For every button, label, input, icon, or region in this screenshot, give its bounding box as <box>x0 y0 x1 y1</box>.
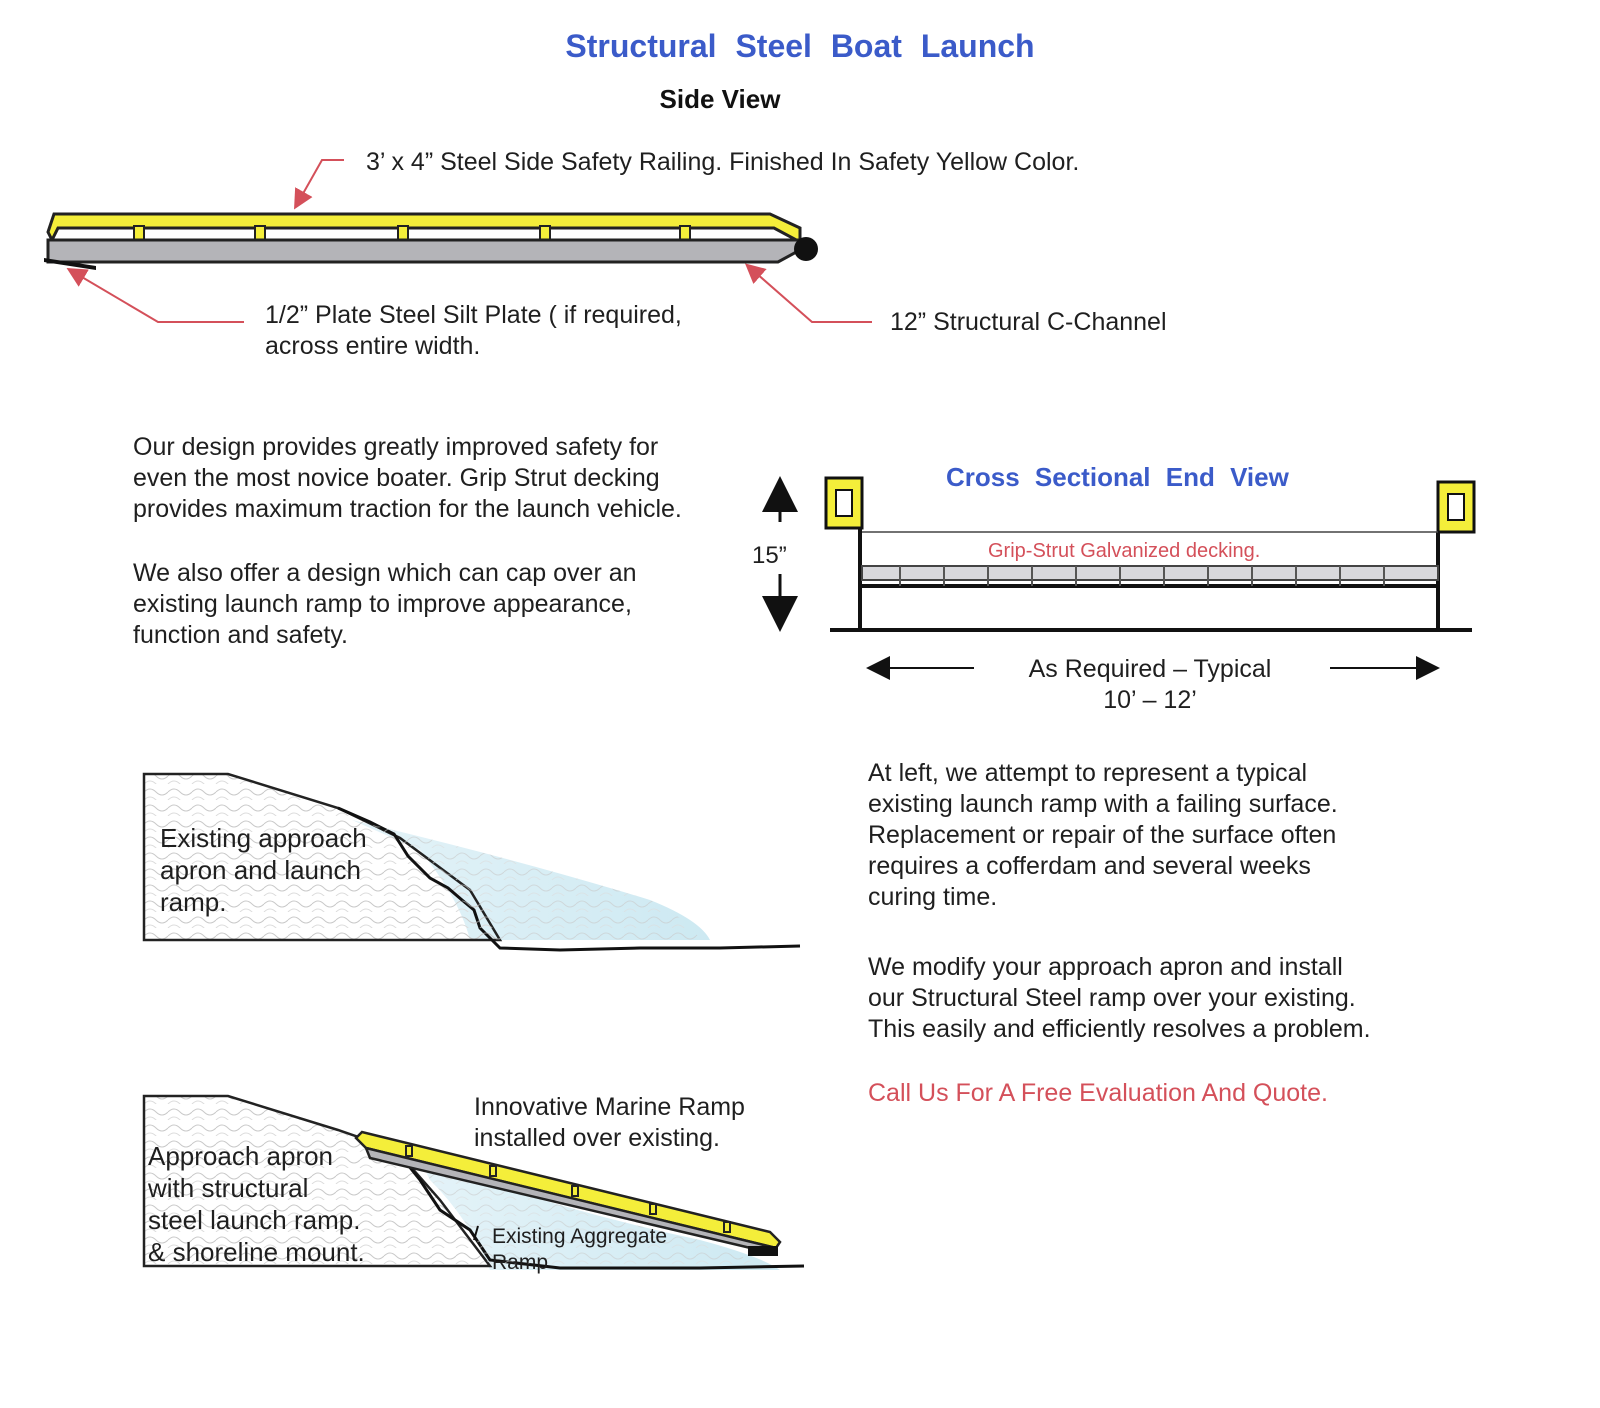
silt-plate-label-line: 1/2” Plate Steel Silt Plate ( if require… <box>265 301 682 329</box>
width-label-line: As Required – Typical <box>1028 655 1272 683</box>
text-line: existing launch ramp to improve appearan… <box>133 590 632 618</box>
text-line: This easily and efficiently resolves a p… <box>868 1015 1371 1043</box>
shoreline-mount <box>794 237 818 261</box>
cross-section-title: Cross Sectional End View <box>946 462 1289 492</box>
text-line: even the most novice boater. Grip Strut … <box>133 464 660 492</box>
innovative-ramp-callout: Innovative Marine Ramp installed over ex… <box>474 1092 745 1154</box>
text-line: & shoreline mount. <box>148 1237 365 1267</box>
text-line: function and safety. <box>133 621 348 649</box>
text-line: requires a cofferdam and several weeks <box>868 852 1311 880</box>
text-line: steel launch ramp. <box>148 1205 361 1235</box>
page-subtitle: Side View <box>659 84 781 114</box>
railing-callout-arrow <box>294 159 344 210</box>
right-rail-post <box>1436 480 1476 630</box>
text-line: Replacement or repair of the surface oft… <box>868 821 1337 849</box>
c-channel-label: 12” Structural C-Channel <box>890 308 1167 336</box>
text-line: Our design provides greatly improved saf… <box>133 433 659 461</box>
text-line: Innovative Marine Ramp <box>474 1093 745 1121</box>
text-line: our Structural Steel ramp over your exis… <box>868 984 1356 1012</box>
grip-strut-decking <box>861 565 1439 588</box>
railing-label: 3’ x 4” Steel Side Safety Railing. Finis… <box>366 148 1080 176</box>
installed-steel-ramp <box>354 1130 782 1256</box>
silt-plate-label-line: across entire width. <box>265 332 481 360</box>
left-rail-post <box>824 476 864 628</box>
text-line: ramp. <box>160 887 227 917</box>
text-line: Approach apron <box>148 1141 334 1171</box>
intro-paragraph-1: Our design provides greatly improved saf… <box>133 432 682 525</box>
text-line: Existing approach <box>160 823 367 853</box>
decking-label: Grip-Strut Galvanized decking. <box>988 540 1261 562</box>
silt-plate-label: 1/2” Plate Steel Silt Plate ( if require… <box>265 300 682 362</box>
text-line: We also offer a design which can cap ove… <box>133 559 637 587</box>
installed-apron-land <box>142 1094 493 1268</box>
call-to-action: Call Us For A Free Evaluation And Quote. <box>868 1079 1328 1107</box>
text-line: with structural <box>148 1173 309 1203</box>
text-line: We modify your approach apron and instal… <box>868 953 1343 981</box>
text-line: At left, we attempt to represent a typic… <box>868 759 1308 787</box>
installed-ramp-label: Approach apron with structural steel lau… <box>148 1140 365 1268</box>
aggregate-ramp-label: Existing Aggregate Ramp <box>492 1224 667 1276</box>
intro-paragraph-2: We also offer a design which can cap ove… <box>133 558 637 651</box>
silt-plate <box>44 258 96 270</box>
page-title: Structural Steel Boat Launch <box>565 28 1035 64</box>
width-label: As Required – Typical 10’ – 12’ <box>990 654 1310 716</box>
description-paragraph-2: We modify your approach apron and instal… <box>868 952 1371 1045</box>
text-line: apron and launch <box>160 855 361 885</box>
description-paragraph-1: At left, we attempt to represent a typic… <box>868 758 1338 913</box>
text-line: installed over existing. <box>474 1124 720 1152</box>
cross-section-drawing <box>762 476 1476 680</box>
existing-ramp-label: Existing approach apron and launch ramp. <box>160 822 367 918</box>
height-label: 15” <box>752 542 787 569</box>
silt-callout-arrow <box>66 267 244 323</box>
text-line: curing time. <box>868 883 998 911</box>
side-view-drawing <box>44 159 872 323</box>
text-line: Existing Aggregate <box>492 1225 668 1248</box>
c-channel <box>46 238 802 264</box>
text-line: Ramp <box>492 1251 549 1274</box>
channel-callout-arrow <box>744 263 872 323</box>
text-line: existing launch ramp with a failing surf… <box>868 790 1338 818</box>
width-label-line: 10’ – 12’ <box>1103 686 1197 714</box>
text-line: provides maximum traction for the launch… <box>133 495 682 523</box>
